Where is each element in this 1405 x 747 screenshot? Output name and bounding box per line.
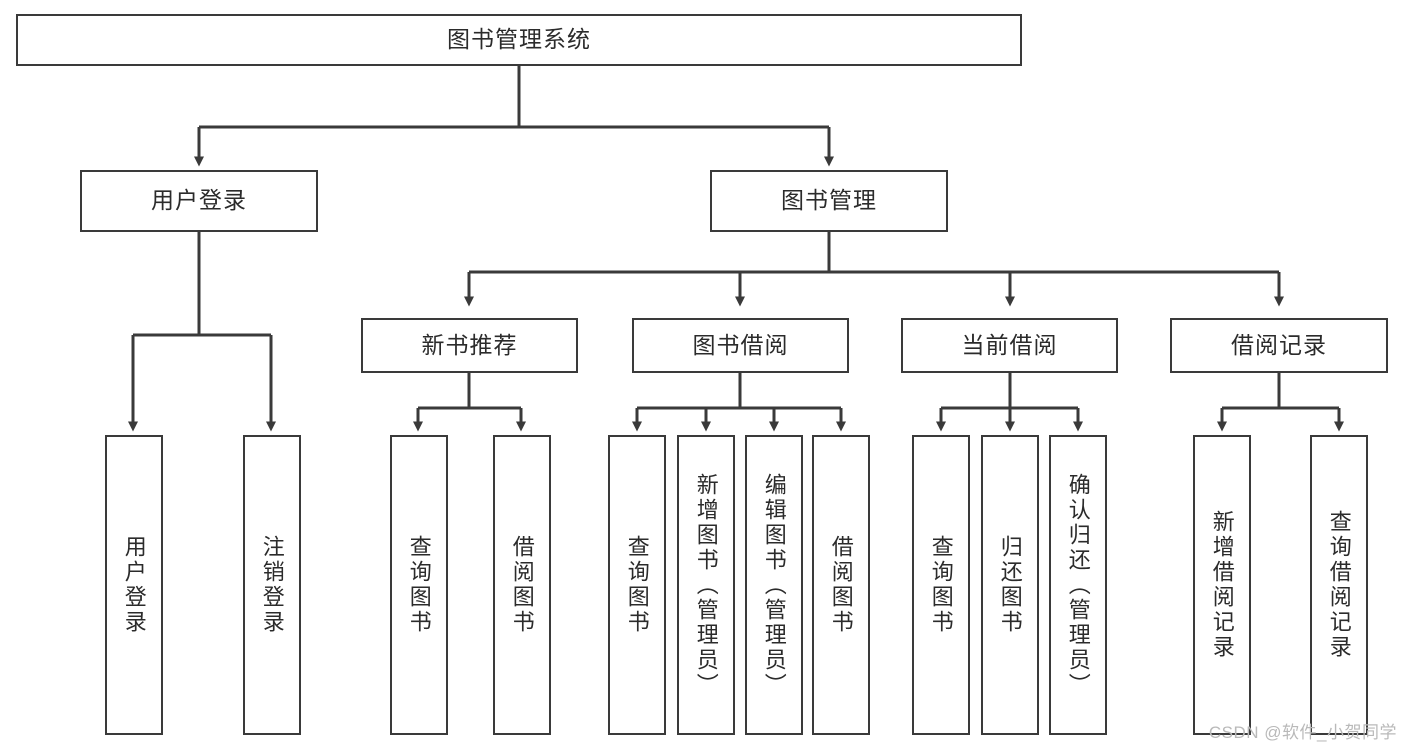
leaf-record-query-record[interactable]: 查询借阅记录 [1310,435,1368,735]
node-label: 查询图书 [928,535,954,635]
node-label: 图书管理系统 [447,26,591,53]
node-label: 用户登录 [121,535,147,635]
node-label: 查询图书 [406,535,432,635]
node-label: 查询图书 [624,535,650,635]
leaf-current-confirm-return-admin[interactable]: 确认归还（管理员） [1049,435,1107,735]
node-label: 借阅图书 [828,535,854,635]
node-label: 注销登录 [259,535,285,635]
leaf-borrow-borrow-book[interactable]: 借阅图书 [812,435,870,735]
leaf-user-login-login[interactable]: 用户登录 [105,435,163,735]
leaf-current-return-book[interactable]: 归还图书 [981,435,1039,735]
node-label: 用户登录 [151,187,247,214]
leaf-user-login-logout[interactable]: 注销登录 [243,435,301,735]
node-label: 当前借阅 [961,331,1058,358]
leaf-current-query-book[interactable]: 查询图书 [912,435,970,735]
node-label: 确认归还（管理员） [1065,472,1091,698]
node-label: 编辑图书（管理员） [761,472,787,698]
node-borrow-record[interactable]: 借阅记录 [1170,318,1388,373]
leaf-recommend-borrow-book[interactable]: 借阅图书 [493,435,551,735]
node-root-system[interactable]: 图书管理系统 [16,14,1022,66]
leaf-record-add-record[interactable]: 新增借阅记录 [1193,435,1251,735]
leaf-borrow-edit-book-admin[interactable]: 编辑图书（管理员） [745,435,803,735]
node-label: 新增图书（管理员） [693,472,719,698]
node-label: 新书推荐 [421,331,518,358]
node-label: 查询借阅记录 [1326,510,1352,660]
node-label: 图书借阅 [692,331,789,358]
node-book-management[interactable]: 图书管理 [710,170,948,232]
leaf-borrow-query-book[interactable]: 查询图书 [608,435,666,735]
node-label: 借阅图书 [509,535,535,635]
node-new-book-recommend[interactable]: 新书推荐 [361,318,578,373]
node-label: 新增借阅记录 [1209,510,1235,660]
node-label: 归还图书 [997,535,1023,635]
csdn-watermark: CSDN @软件_小贺同学 [1208,723,1397,742]
node-label: 图书管理 [781,187,877,214]
node-user-login[interactable]: 用户登录 [80,170,318,232]
node-book-borrow[interactable]: 图书借阅 [632,318,849,373]
leaf-borrow-add-book-admin[interactable]: 新增图书（管理员） [677,435,735,735]
leaf-recommend-query-book[interactable]: 查询图书 [390,435,448,735]
node-label: 借阅记录 [1231,331,1327,358]
node-current-borrow[interactable]: 当前借阅 [901,318,1118,373]
